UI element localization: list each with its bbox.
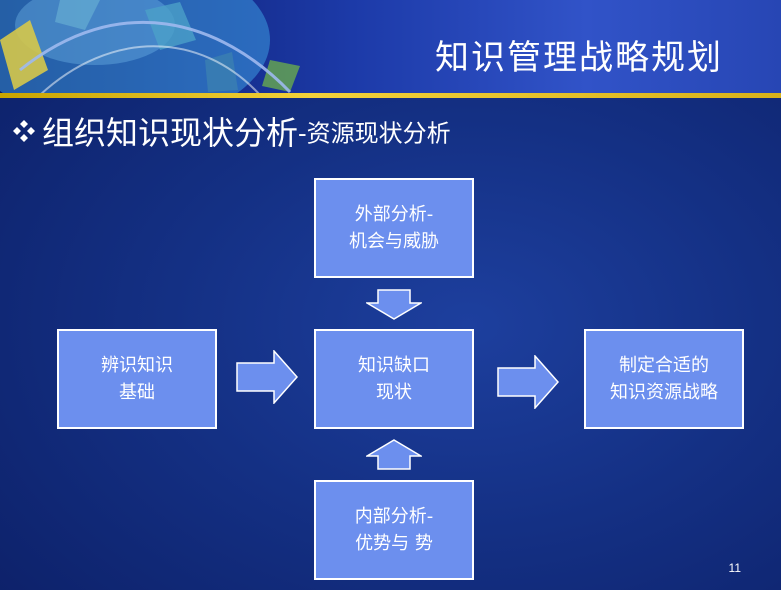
external-analysis-line2: 机会与威胁	[349, 231, 439, 252]
strategy-line1: 制定合适的	[619, 355, 709, 376]
right-arrow-icon-right	[497, 355, 559, 409]
banner-gold-stripe	[0, 93, 781, 98]
internal-analysis-line2: 优势与 势	[355, 533, 433, 554]
strategy-box: 制定合适的 知识资源战略	[584, 329, 744, 429]
page-number: 11	[728, 561, 741, 575]
identify-knowledge-line2: 基础	[119, 382, 155, 403]
knowledge-gap-box: 知识缺口 现状	[314, 329, 474, 429]
up-arrow-icon	[366, 439, 422, 470]
internal-analysis-box: 内部分析- 优势与 势	[314, 480, 474, 580]
right-arrow-icon-left	[236, 350, 298, 404]
section-heading: 组织知识现状分析-资源现状分析	[12, 108, 451, 154]
external-analysis-box: 外部分析- 机会与威胁	[314, 178, 474, 278]
internal-analysis-line1: 内部分析-	[354, 506, 434, 527]
slide-title: 知识管理战略规划	[435, 38, 723, 78]
banner-decoration-graphic	[0, 0, 300, 98]
knowledge-gap-line2: 现状	[376, 382, 412, 403]
heading-sub-text: -资源现状分析	[298, 119, 451, 148]
external-analysis-line1: 外部分析-	[354, 204, 434, 225]
heading-main-text: 组织知识现状分析	[42, 114, 299, 152]
title-banner: 知识管理战略规划	[0, 0, 781, 98]
identify-knowledge-box: 辨识知识 基础	[57, 329, 217, 429]
down-arrow-icon	[366, 289, 422, 320]
knowledge-gap-line1: 知识缺口	[358, 355, 430, 376]
strategy-line2: 知识资源战略	[610, 382, 718, 403]
diamond-bullet-icon	[13, 120, 35, 142]
identify-knowledge-line1: 辨识知识	[101, 355, 173, 376]
